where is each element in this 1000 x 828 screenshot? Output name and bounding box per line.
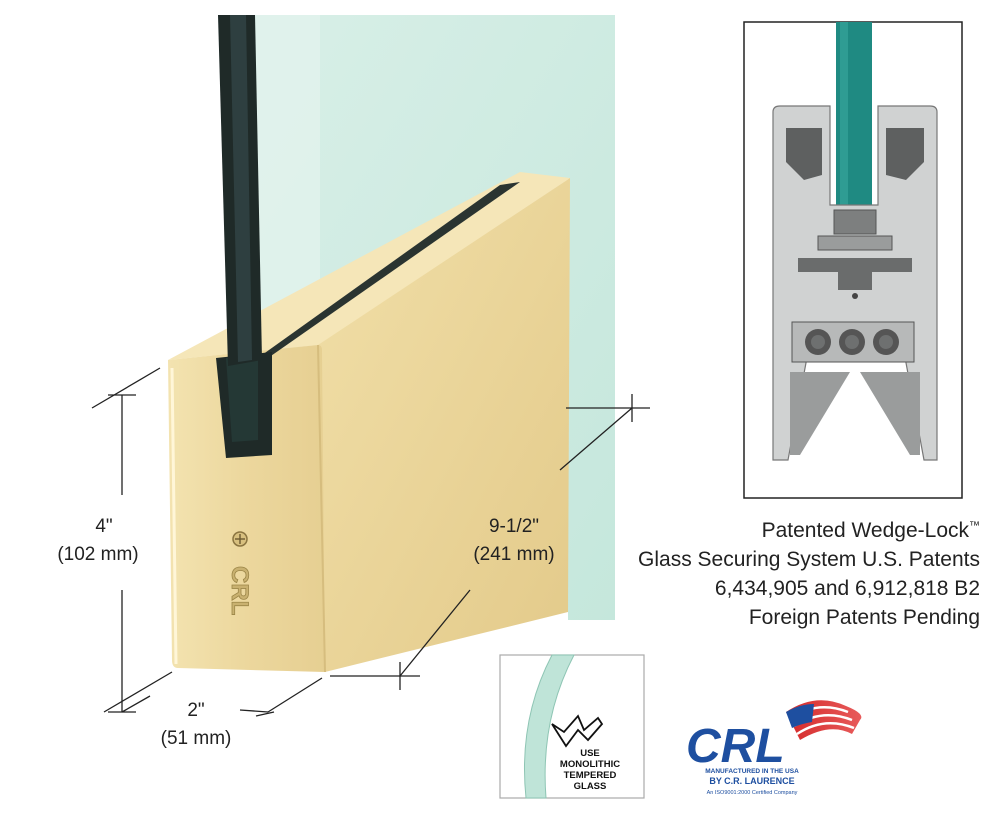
base-shoe-front <box>168 345 325 672</box>
base-shoe: CRL <box>168 15 570 673</box>
embossed-logo: CRL <box>226 566 253 615</box>
us-flag-icon <box>786 700 862 740</box>
base-shoe-top <box>168 172 570 360</box>
patent-caption: Patented Wedge-Lock™ Glass Securing Syst… <box>560 512 980 632</box>
length-imperial-label: 9-1/2" <box>489 516 539 537</box>
length-metric-label: (241 mm) <box>473 544 554 565</box>
caption-line1: Patented Wedge-Lock™ <box>560 512 980 545</box>
crl-logo-text: CRL <box>686 720 785 773</box>
base-shoe-side <box>318 178 570 672</box>
glass-panel <box>255 15 615 620</box>
crl-logo: CRL MANUFACTURED IN THE USA BY C.R. LAUR… <box>686 700 862 796</box>
caption-title: Patented Wedge-Lock <box>761 519 969 542</box>
badge-line2: MONOLITHIC <box>560 759 620 770</box>
tempered-glass-icon <box>551 714 604 748</box>
cross-section-inset <box>743 21 963 499</box>
caption-line4: Foreign Patents Pending <box>748 606 980 629</box>
height-imperial-label: 4" <box>95 516 112 537</box>
badge-line1: USE <box>580 748 600 759</box>
dimension-lines <box>91 367 650 717</box>
badge-line3: TEMPERED <box>564 770 617 781</box>
logo-cert: An ISO9001:2000 Certified Company <box>707 790 798 796</box>
caption-line2: Glass Securing System U.S. Patents <box>638 548 980 571</box>
trademark-symbol: ™ <box>969 520 980 532</box>
logo-by: BY C.R. LAURENCE <box>709 776 794 786</box>
badge-line4: GLASS <box>574 781 607 792</box>
tempered-glass-badge: USE MONOLITHIC TEMPERED GLASS <box>499 654 645 799</box>
height-metric-label: (102 mm) <box>57 544 138 565</box>
width-metric-label: (51 mm) <box>161 728 232 749</box>
logo-made-in: MANUFACTURED IN THE USA <box>705 768 799 775</box>
width-imperial-label: 2" <box>187 700 204 721</box>
caption-line3: 6,434,905 and 6,912,818 B2 <box>714 577 980 600</box>
screw-icon <box>232 531 248 547</box>
